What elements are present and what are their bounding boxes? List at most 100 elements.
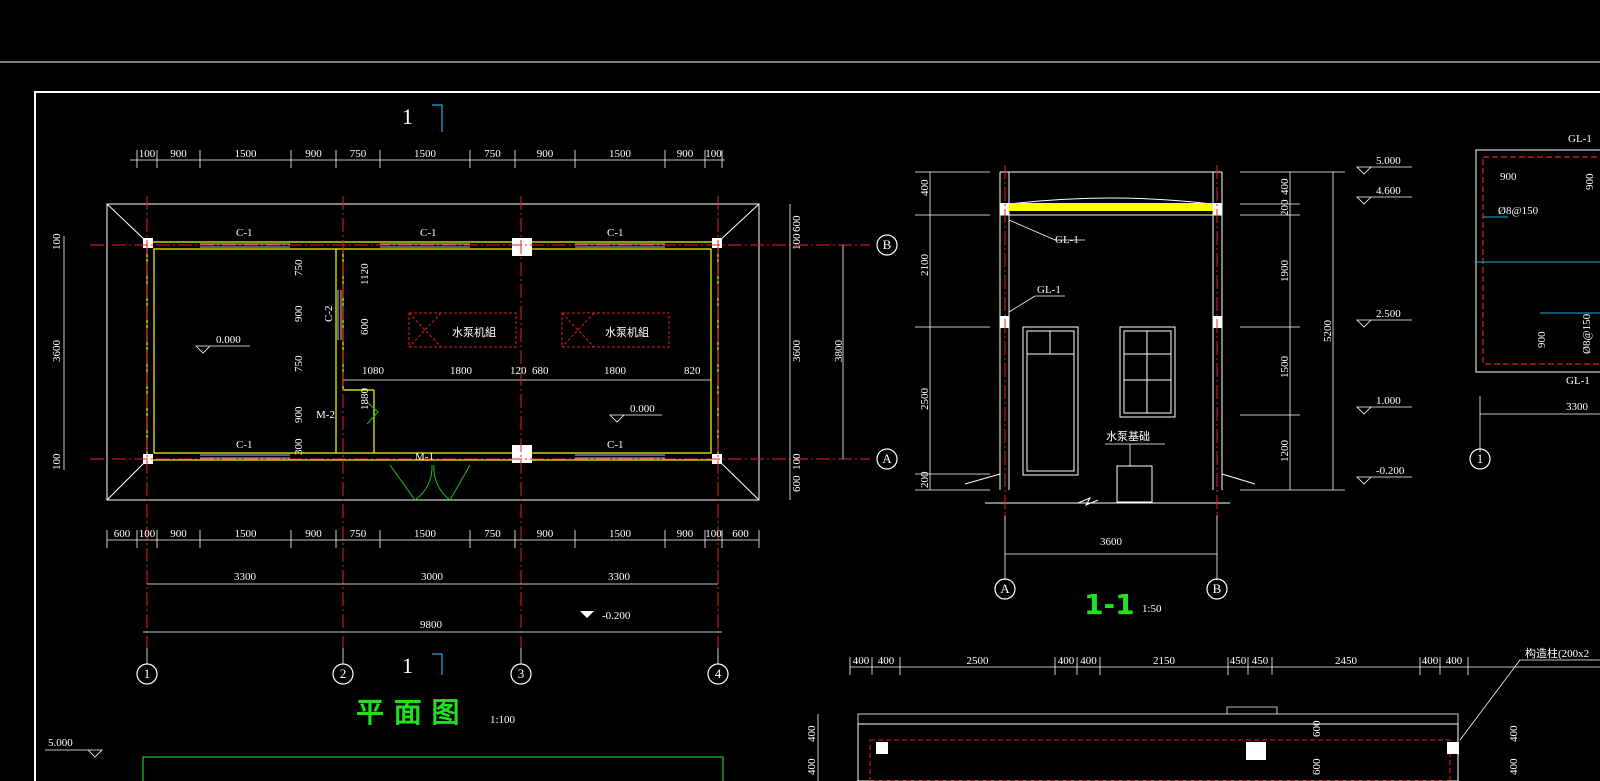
section-gl1-a: GL-1 (1055, 234, 1079, 246)
inner-dim3-5: 1800 (604, 365, 627, 377)
detail-dim-900c: 900 (1536, 331, 1548, 348)
detail-axis-1: 1 (1477, 451, 1484, 466)
lower-dim-label: 400 (1058, 655, 1075, 667)
window-label-c1-4: C-1 (236, 439, 253, 451)
lower-left-dim-2: 400 (806, 758, 818, 775)
bottom-dim-label: 100 (139, 528, 156, 540)
detail-dim-900a: 900 (1500, 171, 1517, 183)
window-label-c1-2: C-1 (420, 227, 437, 239)
section-scale: 1:50 (1142, 603, 1162, 615)
lower-dim-label: 400 (1422, 655, 1439, 667)
left-dim-1: 100 (51, 233, 63, 250)
walls (146, 241, 719, 461)
inner-dim-1: 750 (293, 259, 305, 276)
top-dim-label: 750 (484, 148, 501, 160)
axis-2: 2 (340, 666, 347, 681)
bottom-dim-label: 900 (677, 528, 694, 540)
axis-a: A (882, 451, 892, 466)
top-dim-label: 900 (170, 148, 187, 160)
window-label-c1-3: C-1 (607, 227, 624, 239)
lower-dim-label: 400 (878, 655, 895, 667)
plan-title: 平 面 图 (356, 696, 460, 729)
lower-dim-label: 2450 (1335, 655, 1358, 667)
inner-dim-3: 750 (293, 355, 305, 372)
total-dim: 9800 (420, 619, 443, 631)
roof-outline (106, 203, 760, 501)
sec-axis-a: A (1000, 581, 1010, 596)
section-walls (964, 171, 1256, 504)
gl-detail: GL-1 GL-1 900 900 900 Ø8@150 Ø8@150 3300… (1469, 133, 1600, 470)
right-dim-1: 600 (791, 215, 803, 232)
inner-dim-4: 900 (293, 406, 305, 423)
inner-dim3-3: 120 (510, 365, 527, 377)
section-door-window (1022, 326, 1176, 507)
window-label-c1-5: C-1 (607, 439, 624, 451)
detail-dim-900b: 900 (1584, 173, 1596, 190)
inner-dim2-3: 1880 (359, 388, 371, 411)
section-cut-top (432, 104, 443, 132)
bottom-dim-label: 600 (114, 528, 131, 540)
section-cut-bottom (432, 653, 443, 675)
bottom-dim2-2: 3000 (421, 571, 444, 583)
sec-left-dim-4: 200 (919, 471, 931, 488)
bottom-dim-label: 100 (705, 528, 722, 540)
sec-left-dim-3: 2500 (919, 388, 931, 411)
pump-label-2: 水泵机組 (605, 325, 649, 339)
bottom-dim-label: 600 (732, 528, 749, 540)
section-foundation: 水泵基础 (1106, 430, 1150, 443)
detail-gl1-top: GL-1 (1568, 133, 1592, 145)
left-dim-3: 100 (51, 453, 63, 470)
right-dim-5: 600 (791, 475, 803, 492)
inner-dim-2: 900 (293, 305, 305, 322)
section-gl1-b: GL-1 (1037, 284, 1061, 296)
ground-elev: -0.200 (602, 610, 631, 622)
sec-left-dim-1: 400 (919, 179, 931, 196)
top-dim-label: 900 (677, 148, 694, 160)
lower-elev: 5.000 (48, 737, 73, 749)
elev-2500: 2.500 (1376, 308, 1401, 320)
left-dim-2: 3600 (51, 340, 63, 363)
door-label-m1: M-1 (415, 451, 434, 463)
pump-units (408, 312, 670, 348)
ring-beam (1000, 203, 1222, 211)
right-dim-total: 3800 (833, 340, 845, 363)
lower-right-dim-1: 400 (1508, 725, 1520, 742)
lower-right-dim-2: 400 (1508, 758, 1520, 775)
right-dim-4: 100 (791, 453, 803, 470)
sec-right-dim-3: 1900 (1279, 260, 1291, 283)
column-label: 构造柱(200x2 (1525, 646, 1589, 660)
sec-axis-b: B (1213, 581, 1222, 596)
inner-dim-5: 300 (293, 438, 305, 455)
bottom-dim-label: 900 (170, 528, 187, 540)
floor-plan: 1 1 (51, 104, 898, 729)
lower-dim-label: 400 (1446, 655, 1463, 667)
bottom-dim-label: 1500 (235, 528, 258, 540)
sec-right-total: 5200 (1322, 320, 1334, 343)
inner-dim3-1: 1080 (362, 365, 385, 377)
elev-5000: 5.000 (1376, 155, 1401, 167)
elev-minus200: -0.200 (1376, 465, 1405, 477)
detail-dim-3300: 3300 (1566, 401, 1589, 413)
pump-label-1: 水泵机組 (452, 325, 496, 339)
bottom-dim-label: 750 (350, 528, 367, 540)
columns (143, 238, 722, 464)
lower-left-dim-1: 400 (806, 725, 818, 742)
bottom-dim-label: 900 (537, 528, 554, 540)
lower-dim-label: 450 (1230, 655, 1247, 667)
window-strips (200, 243, 665, 459)
inner-dim3-4: 680 (532, 365, 549, 377)
elev-1000: 1.000 (1376, 395, 1401, 407)
lower-mid-dim-1: 600 (1311, 720, 1323, 737)
lower-dim-label: 400 (853, 655, 870, 667)
section-mark-top: 1 (402, 104, 413, 129)
axis-1: 1 (144, 666, 151, 681)
bottom-dim-label: 1500 (414, 528, 437, 540)
door-label-m2: M-2 (316, 409, 335, 421)
top-dim-label: 100 (139, 148, 156, 160)
section-mark-bottom: 1 (402, 653, 413, 678)
axis-3: 3 (518, 666, 525, 681)
lower-dim-label: 400 (1080, 655, 1097, 667)
bottom-dim2-1: 3300 (234, 571, 257, 583)
